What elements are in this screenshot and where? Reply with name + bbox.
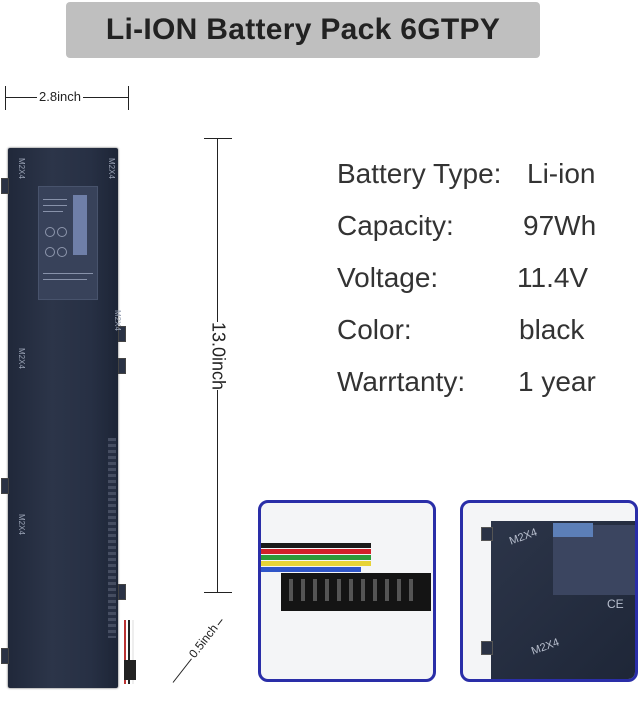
battery-info-sticker	[38, 186, 98, 300]
sticker-text-line	[43, 205, 67, 206]
sticker-text-line	[43, 279, 87, 280]
recycle-icon	[57, 247, 67, 257]
ce-mark: CE	[607, 597, 624, 611]
spec-value: 1 year	[518, 366, 596, 397]
spec-value: black	[519, 314, 585, 345]
screw-label: M2X4	[17, 158, 26, 179]
connector-pin	[337, 579, 341, 601]
spec-key: Battery Type:	[337, 158, 502, 189]
battery-mount-tab	[118, 358, 126, 374]
certification-icon	[45, 227, 55, 237]
screw-label: M2X4	[113, 310, 122, 331]
sticker-text-line	[43, 199, 67, 200]
connector-pin	[361, 579, 365, 601]
title-banner: Li-ION Battery Pack 6GTPY	[66, 2, 540, 58]
height-dimension-tick-bottom	[204, 592, 232, 593]
connector-wire	[128, 620, 130, 684]
connector-wire	[261, 549, 371, 554]
battery-mount-tab	[481, 527, 493, 541]
screw-label: M2X4	[529, 636, 561, 658]
battery-connector-cable	[120, 620, 140, 684]
battery-sticker-stripe	[73, 195, 87, 255]
battery-image: M2X4 M2X4 M2X4 M2X4 M2X4	[1, 148, 126, 688]
battery-mount-tab	[1, 648, 9, 664]
width-dimension-label: 2.8inch	[37, 89, 83, 104]
width-dimension: 2.8inch	[5, 86, 129, 110]
connector-wire	[261, 555, 371, 560]
height-dimension-label: 13.0inch	[205, 321, 231, 391]
battery-mount-tab	[1, 478, 9, 494]
connector-wire	[261, 561, 371, 566]
certification-icon	[57, 227, 67, 237]
connector-wire	[124, 620, 126, 684]
sticker-text-line	[43, 273, 93, 274]
spec-value: 97Wh	[523, 210, 597, 241]
spec-value: Li-ion	[527, 158, 596, 189]
connector-pin	[397, 579, 401, 601]
connector-pin	[385, 579, 389, 601]
depth-dimension: 0.5inch	[168, 612, 238, 692]
spec-row-warranty: Warrtanty: 1 year	[337, 358, 637, 410]
connector-wire	[261, 543, 371, 548]
connector-pin	[349, 579, 353, 601]
connector-wire	[132, 620, 134, 684]
connector-block	[281, 573, 431, 611]
certification-icon	[45, 247, 55, 257]
spec-list: Battery Type: Li-ion Capacity: 97Wh Volt…	[337, 150, 637, 410]
depth-dimension-label: 0.5inch	[184, 619, 223, 663]
battery-sticker-stripe	[553, 523, 593, 537]
sticker-text-line	[43, 211, 63, 212]
spec-key: Warrtanty:	[337, 366, 466, 397]
spec-key: Color:	[337, 314, 412, 345]
screw-label: M2X4	[17, 348, 26, 369]
battery-mount-tab	[1, 178, 9, 194]
spec-row-color: Color: black	[337, 306, 637, 358]
height-dimension: 13.0inch	[204, 138, 232, 593]
height-dimension-tick-top	[204, 138, 232, 139]
battery-corner-photo: M2X4 M2X4 CE	[460, 500, 638, 682]
connector-closeup-photo	[258, 500, 436, 682]
connector-pin	[409, 579, 413, 601]
spec-key: Capacity:	[337, 210, 454, 241]
connector-pin	[289, 579, 293, 601]
screw-label: M2X4	[507, 526, 539, 548]
connector-pin	[301, 579, 305, 601]
spec-row-capacity: Capacity: 97Wh	[337, 202, 637, 254]
page-title: Li-ION Battery Pack 6GTPY	[105, 13, 501, 46]
spec-row-voltage: Voltage: 11.4V	[337, 254, 637, 306]
spec-value: 11.4V	[517, 262, 589, 293]
width-dimension-tick-right	[128, 86, 129, 110]
battery-mount-tab	[481, 641, 493, 655]
battery-mount-tab	[118, 326, 126, 342]
warning-text-strip	[108, 438, 116, 638]
spec-row-battery-type: Battery Type: Li-ion	[337, 150, 637, 202]
width-dimension-tick-left	[5, 86, 6, 110]
connector-pin	[325, 579, 329, 601]
screw-label: M2X4	[107, 158, 116, 179]
connector-pin	[373, 579, 377, 601]
battery-corner: M2X4 M2X4 CE	[481, 521, 635, 679]
screw-label: M2X4	[17, 514, 26, 535]
connector-wire	[261, 567, 361, 572]
connector-plug	[124, 660, 136, 680]
spec-key: Voltage:	[337, 262, 439, 293]
battery-mount-tab	[118, 584, 126, 600]
connector-pin	[313, 579, 317, 601]
